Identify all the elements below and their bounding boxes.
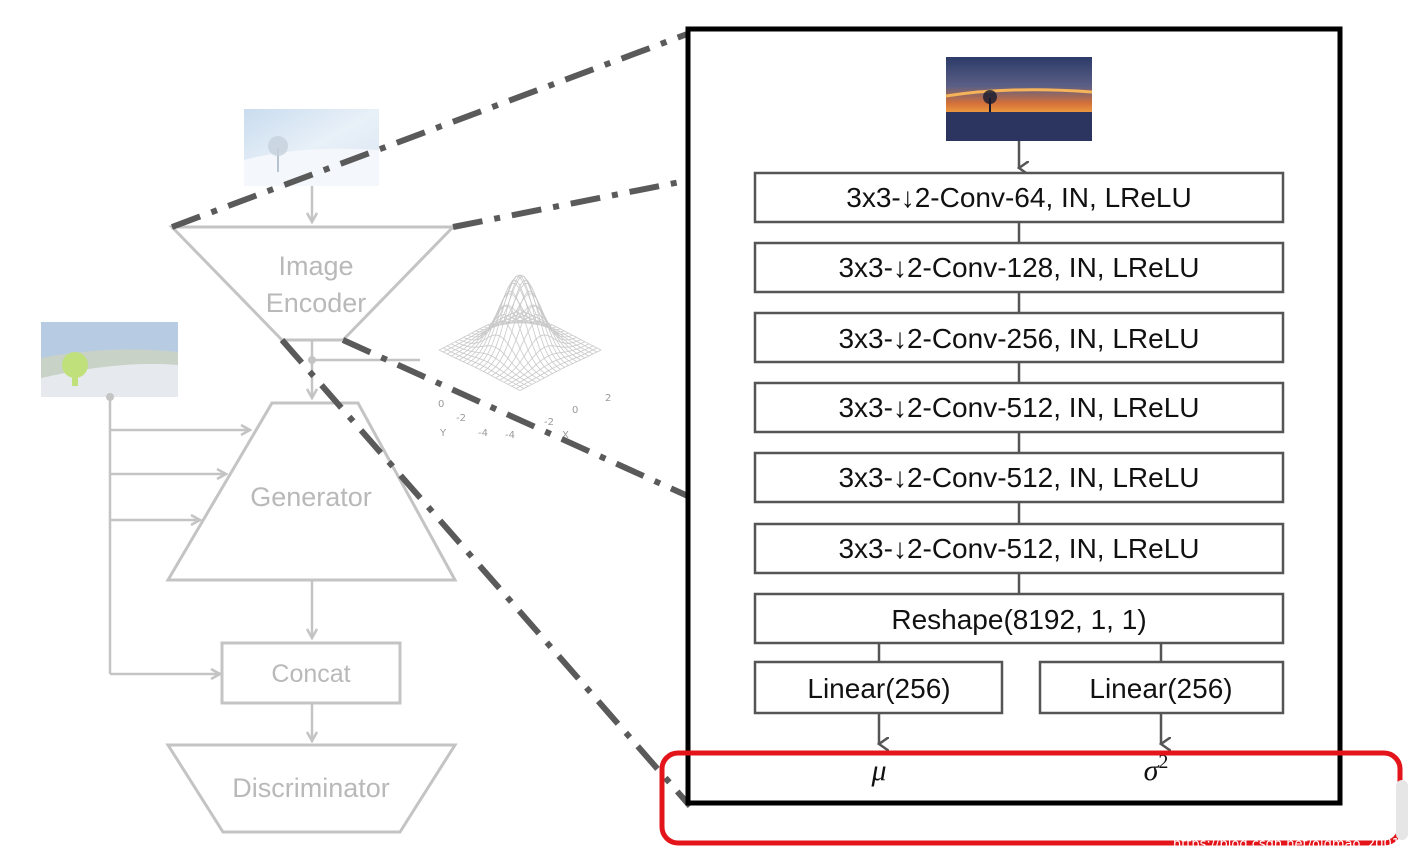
discriminator-label: Discriminator: [232, 773, 390, 803]
layer-box-5: 3x3-↓2-Conv-512, IN, LReLU: [753, 451, 1285, 504]
gauss-tick-y-1: 0: [572, 405, 578, 416]
reshape-label: Reshape(8192, 1, 1): [891, 604, 1146, 635]
gaussian-mesh-line: [463, 320, 545, 379]
output-sigma-base: σ: [1144, 754, 1160, 787]
generator-shape: [165, 401, 458, 582]
zoom-connector-lines: [170, 30, 693, 808]
gauss-tick-x-2: -4: [478, 428, 488, 439]
gaussian-mesh-line: [507, 343, 590, 385]
layer-label-1: 3x3-↓2-Conv-64, IN, LReLU: [846, 182, 1191, 213]
layer-box-6: 3x3-↓2-Conv-512, IN, LReLU: [753, 522, 1285, 575]
gaussian-mesh-line: [450, 343, 533, 385]
gauss-axis-label-x: X: [562, 430, 569, 441]
gaussian-mesh-line: [471, 290, 553, 374]
gaussian-surface-plot: 0 -2 -4 -4 -2 0 2 Y X: [438, 274, 611, 441]
gaussian-mesh-line: [491, 305, 573, 377]
layer-box-4: 3x3-↓2-Conv-512, IN, LReLU: [753, 381, 1285, 434]
layer-label-4: 3x3-↓2-Conv-512, IN, LReLU: [838, 392, 1199, 423]
image-encoder-label-line2: Encoder: [266, 288, 367, 318]
encoder-detail-panel: 3x3-↓2-Conv-64, IN, LReLU 3x3-↓2-Conv-12…: [685, 26, 1343, 806]
gaussian-mesh-line: [475, 279, 557, 372]
gaussian-mesh-line: [483, 279, 565, 372]
discriminator-shape: [165, 743, 458, 834]
zoom-line-top-right: [452, 177, 691, 230]
gaussian-mesh-line: [438, 349, 521, 391]
gaussian-mesh-line: [446, 345, 529, 387]
reshape-box: Reshape(8192, 1, 1): [753, 592, 1285, 645]
layer-box-1: 3x3-↓2-Conv-64, IN, LReLU: [753, 171, 1285, 224]
gauss-tick-x-3: -4: [505, 430, 515, 441]
gaussian-mesh: [438, 274, 602, 391]
gauss-tick-y-2: 2: [605, 393, 611, 404]
layer-box-2: 3x3-↓2-Conv-128, IN, LReLU: [753, 241, 1285, 294]
gaussian-mesh-line: [455, 341, 537, 383]
layer-box-3: 3x3-↓2-Conv-256, IN, LReLU: [753, 311, 1285, 364]
scroll-handle[interactable]: [1396, 780, 1408, 840]
gaussian-mesh-line: [499, 334, 581, 381]
linear-left-label: Linear(256): [807, 673, 950, 704]
gaussian-mesh-line: [459, 334, 541, 381]
output-mu: μ: [870, 754, 886, 787]
generator-label: Generator: [250, 482, 372, 512]
gaussian-mesh-line: [495, 320, 577, 379]
layer-label-5: 3x3-↓2-Conv-512, IN, LReLU: [838, 462, 1199, 493]
linear-right-label: Linear(256): [1089, 673, 1232, 704]
gaussian-mesh-line: [503, 341, 585, 383]
gaussian-mesh-line: [511, 345, 594, 387]
linear-left-box: Linear(256): [753, 660, 1004, 715]
layer-label-6: 3x3-↓2-Conv-512, IN, LReLU: [838, 533, 1199, 564]
layer-label-3: 3x3-↓2-Conv-256, IN, LReLU: [838, 323, 1199, 354]
gauss-tick-x-0: 0: [438, 399, 444, 410]
gauss-axis-label-y: Y: [439, 428, 447, 439]
segmentation-map-image: [41, 322, 178, 397]
concat-label: Concat: [271, 660, 350, 688]
image-encoder-shape: [168, 225, 457, 342]
linear-right-box: Linear(256): [1038, 660, 1285, 715]
sunset-input-image: [945, 57, 1093, 141]
gaussian-mesh-line: [487, 290, 569, 374]
gaussian-mesh-line: [442, 347, 525, 389]
gauss-tick-y-0: -2: [544, 417, 554, 428]
gaussian-mesh-line: [467, 305, 549, 377]
output-sigma: σ2: [1144, 751, 1169, 787]
gaussian-mesh-line: [515, 347, 598, 389]
zoom-line-bottom-right: [341, 337, 692, 500]
left-pipeline: Image Encoder Generator Concat Discri: [41, 109, 458, 834]
output-sigma-exponent: 2: [1158, 751, 1168, 773]
watermark-text: https://blog.csdn.net/oldmao_2001: [1173, 837, 1400, 852]
image-encoder-label-line1: Image: [278, 251, 353, 281]
gauss-tick-x-1: -2: [456, 413, 466, 424]
gaussian-mesh-line: [519, 349, 602, 391]
layer-label-2: 3x3-↓2-Conv-128, IN, LReLU: [838, 252, 1199, 283]
zoom-line-bottom-left: [279, 338, 693, 808]
